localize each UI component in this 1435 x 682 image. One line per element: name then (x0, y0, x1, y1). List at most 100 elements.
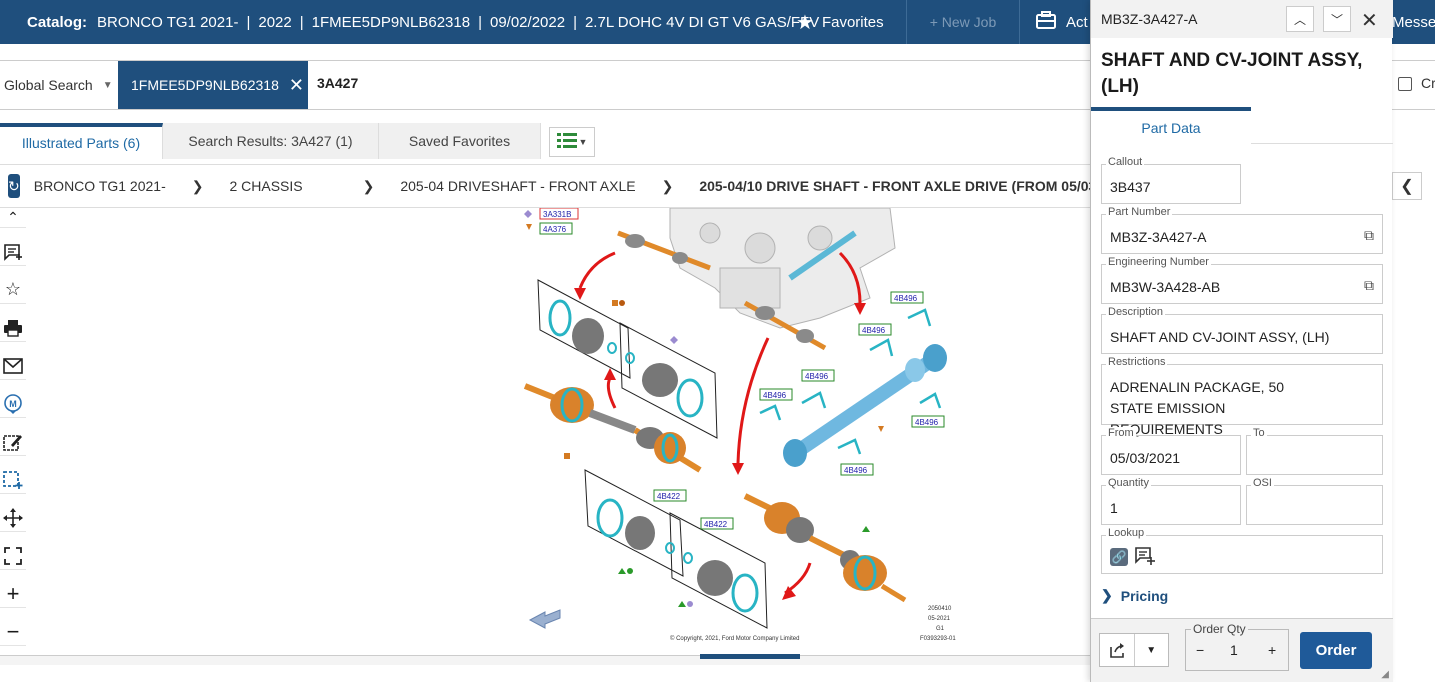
callout-4b496-d[interactable]: 4B496 (763, 391, 787, 400)
callout-4b496-a[interactable]: 4B496 (894, 294, 918, 303)
description-value: SHAFT AND CV-JOINT ASSY, (LH) (1110, 329, 1330, 345)
resize-grip-icon[interactable]: ◢ (1381, 669, 1389, 680)
diagram-toolbar: ⌃ ☆ M + − (0, 208, 26, 648)
new-job-button[interactable]: + New Job (906, 0, 1020, 44)
star-icon: ★ (796, 11, 814, 34)
callout-4b496-f[interactable]: 4B496 (844, 466, 868, 475)
chevron-right-icon: ❯ (661, 177, 674, 194)
engineering-number-field: Engineering Number MB3W-3A428-AB ⧉ (1101, 256, 1383, 304)
actions-button[interactable]: Act (1020, 0, 1088, 44)
restrictions-label: Restrictions (1106, 356, 1168, 368)
part-number-value: MB3Z-3A427-A (1110, 229, 1207, 245)
svg-text:M: M (9, 399, 17, 409)
catalog-vin: 1FMEE5DP9NLB62318 (311, 13, 471, 31)
quantity-field: Quantity 1 (1101, 477, 1241, 525)
catalog-engine: 2.7L DOHC 4V DI GT V6 GAS/FFV (584, 13, 820, 31)
breadcrumb-item-driveshaft[interactable]: 205-04 DRIVESHAFT - FRONT AXLE (400, 178, 636, 194)
add-note-icon[interactable] (0, 238, 26, 266)
caret-down-icon[interactable]: ▼ (1146, 644, 1157, 656)
catalog-label: Catalog: (27, 13, 87, 31)
callout-4b496-e[interactable]: 4B496 (915, 418, 939, 427)
callout-4b422-b[interactable]: 4B422 (704, 520, 728, 529)
order-button[interactable]: Order (1300, 632, 1372, 669)
catalog-model: BRONCO TG1 2021- (97, 13, 239, 31)
callout-label: Callout (1106, 156, 1145, 168)
print-icon[interactable] (0, 314, 26, 342)
copy-icon[interactable]: ⧉ (1364, 277, 1374, 293)
global-search-label: Global Search (4, 77, 93, 93)
pricing-toggle[interactable]: ❯ Pricing (1101, 587, 1168, 604)
pan-move-icon[interactable] (0, 504, 26, 532)
callout-4b496-b[interactable]: 4B496 (862, 326, 886, 335)
to-label: To (1251, 427, 1267, 439)
zoom-out-icon[interactable]: − (0, 618, 26, 646)
callout-4b422-a[interactable]: 4B422 (657, 492, 681, 501)
link-icon[interactable]: 🔗 (1110, 548, 1128, 566)
callout-3a331b[interactable]: 3A331B (543, 210, 571, 219)
tab-saved-favorites[interactable]: Saved Favorites (379, 123, 541, 159)
fit-screen-icon[interactable] (0, 542, 26, 570)
part-number-label: Part Number (1106, 206, 1173, 218)
callout-4b496-c[interactable]: 4B496 (805, 372, 829, 381)
zoom-in-icon[interactable]: + (0, 580, 26, 608)
email-icon[interactable] (0, 352, 26, 380)
share-icon[interactable] (1100, 634, 1135, 666)
panel-header: MB3Z-3A427-A ︿ ﹀ ✕ (1091, 0, 1393, 38)
quantity-label: Quantity (1106, 477, 1151, 489)
edit-note-icon[interactable] (0, 428, 26, 456)
breadcrumb-item-chassis[interactable]: 2 CHASSIS (229, 178, 303, 194)
from-value: 05/03/2021 (1110, 450, 1181, 466)
catalog-info: Catalog: BRONCO TG1 2021- | 2022 | 1FMEE… (27, 13, 820, 31)
close-icon[interactable]: ✕ (1361, 10, 1378, 32)
add-note-icon[interactable] (1134, 546, 1156, 571)
select-area-icon[interactable] (0, 466, 26, 494)
decrement-button[interactable]: − (1196, 642, 1205, 658)
chevron-down-icon: ﹀ (1330, 12, 1343, 27)
close-icon[interactable]: ✕ (288, 74, 304, 95)
parts-diagram-drawing: 3A331B 4A376 (523, 207, 956, 642)
previous-part-button[interactable]: ︿ (1286, 6, 1314, 32)
breadcrumb-item-model[interactable]: BRONCO TG1 2021- (33, 178, 166, 194)
description-field: Description SHAFT AND CV-JOINT ASSY, (LH… (1101, 306, 1383, 354)
parts-diagram[interactable]: 3A331B 4A376 (520, 207, 970, 648)
to-field: To (1246, 427, 1383, 475)
chevron-right-icon: ❯ (1101, 587, 1113, 603)
share-button[interactable]: ▼ (1099, 633, 1169, 667)
from-field: From 05/03/2021 (1101, 427, 1241, 475)
splitter-handle[interactable] (700, 654, 800, 659)
up-level-icon[interactable]: ↻ (8, 174, 20, 198)
panel-footer: ▼ Order Qty − 1 + Order ◢ (1091, 618, 1393, 682)
lookup-label: Lookup (1106, 527, 1147, 539)
global-search-dropdown[interactable]: Global Search ▼ (0, 61, 118, 109)
vin-chip[interactable]: 1FMEE5DP9NLB62318 ✕ (118, 61, 308, 109)
favorite-star-icon[interactable]: ☆ (0, 276, 26, 304)
diagram-splitter[interactable] (0, 654, 1090, 665)
increment-button[interactable]: + (1268, 642, 1277, 658)
quantity-value: 1 (1110, 500, 1118, 516)
chevron-right-icon: ❯ (362, 177, 375, 194)
favorites-button[interactable]: ★ Favorites (780, 0, 906, 44)
tab-illustrated-parts[interactable]: Illustrated Parts (6) (0, 123, 163, 159)
diagram-copyright: © Copyright, 2021, Ford Motor Company Li… (670, 635, 799, 642)
collapse-up-icon[interactable]: ⌃ (0, 208, 26, 228)
tab-search-results[interactable]: Search Results: 3A427 (1) (163, 123, 379, 159)
prev-page-button[interactable]: ❮ (1392, 172, 1422, 200)
list-view-button[interactable]: ▼ (549, 127, 595, 157)
checkbox[interactable] (1398, 77, 1412, 91)
search-input[interactable]: 3A427 (317, 75, 359, 91)
part-detail-panel: MB3Z-3A427-A ︿ ﹀ ✕ SHAFT AND CV-JOINT AS… (1090, 0, 1393, 682)
copy-icon[interactable]: ⧉ (1364, 227, 1374, 243)
lookup-field: Lookup 🔗 (1101, 527, 1383, 574)
next-part-button[interactable]: ﹀ (1323, 6, 1351, 32)
order-qty-stepper[interactable]: Order Qty − 1 + (1185, 622, 1289, 671)
pricing-label: Pricing (1120, 587, 1169, 604)
messages-button[interactable]: Messe (1392, 13, 1435, 31)
actions-label: Act (1066, 13, 1088, 31)
order-qty-value[interactable]: 1 (1230, 642, 1238, 658)
list-icon (556, 132, 577, 153)
favorites-label: Favorites (821, 13, 884, 31)
caret-down-icon: ▼ (102, 79, 113, 91)
tab-part-data[interactable]: Part Data (1091, 107, 1251, 144)
motorcraft-icon[interactable]: M (0, 390, 26, 418)
callout-4a376[interactable]: 4A376 (543, 225, 567, 234)
